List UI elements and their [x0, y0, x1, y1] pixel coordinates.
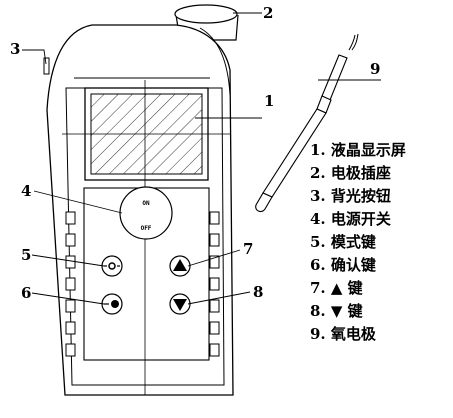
callout-3: 3 — [10, 40, 20, 58]
legend-item-2: 2. 电极插座 — [310, 164, 391, 182]
callout-4: 4 — [21, 182, 31, 200]
legend: 1. 液晶显示屏 2. 电极插座 3. 背光按钮 4. 电源开关 5. 模式键 … — [310, 141, 406, 343]
legend-item-5: 5. 模式键 — [310, 233, 376, 251]
power-switch: ON OFF — [119, 186, 173, 240]
down-key — [169, 293, 191, 315]
callout-2: 2 — [263, 4, 273, 22]
callout-8: 8 — [253, 283, 263, 301]
callout-6: 6 — [21, 284, 31, 302]
legend-item-9: 9. 氧电极 — [310, 325, 377, 343]
oxygen-electrode — [255, 33, 359, 213]
callout-1: 1 — [264, 92, 274, 110]
mode-key — [101, 255, 123, 277]
callout-5: 5 — [21, 246, 31, 264]
backlight-button — [43, 57, 50, 75]
legend-item-6: 6. 确认键 — [310, 256, 376, 274]
power-switch-on-label: ON — [142, 200, 150, 207]
confirm-key — [101, 293, 123, 315]
grip-bumps — [65, 211, 220, 357]
callout-numbers: 1 2 3 4 5 6 7 8 9 — [10, 4, 380, 302]
leader-lines — [22, 12, 381, 305]
legend-item-1: 1. 液晶显示屏 — [310, 141, 406, 159]
callout-9: 9 — [370, 60, 380, 78]
legend-item-3: 3. 背光按钮 — [310, 187, 391, 205]
legend-item-8: 8. ▼ 键 — [310, 302, 363, 320]
power-switch-off-label: OFF — [141, 225, 152, 232]
legend-item-7: 7. ▲ 键 — [310, 279, 363, 297]
up-key — [169, 255, 191, 277]
legend-item-4: 4. 电源开关 — [310, 210, 391, 228]
callout-7: 7 — [243, 240, 253, 258]
